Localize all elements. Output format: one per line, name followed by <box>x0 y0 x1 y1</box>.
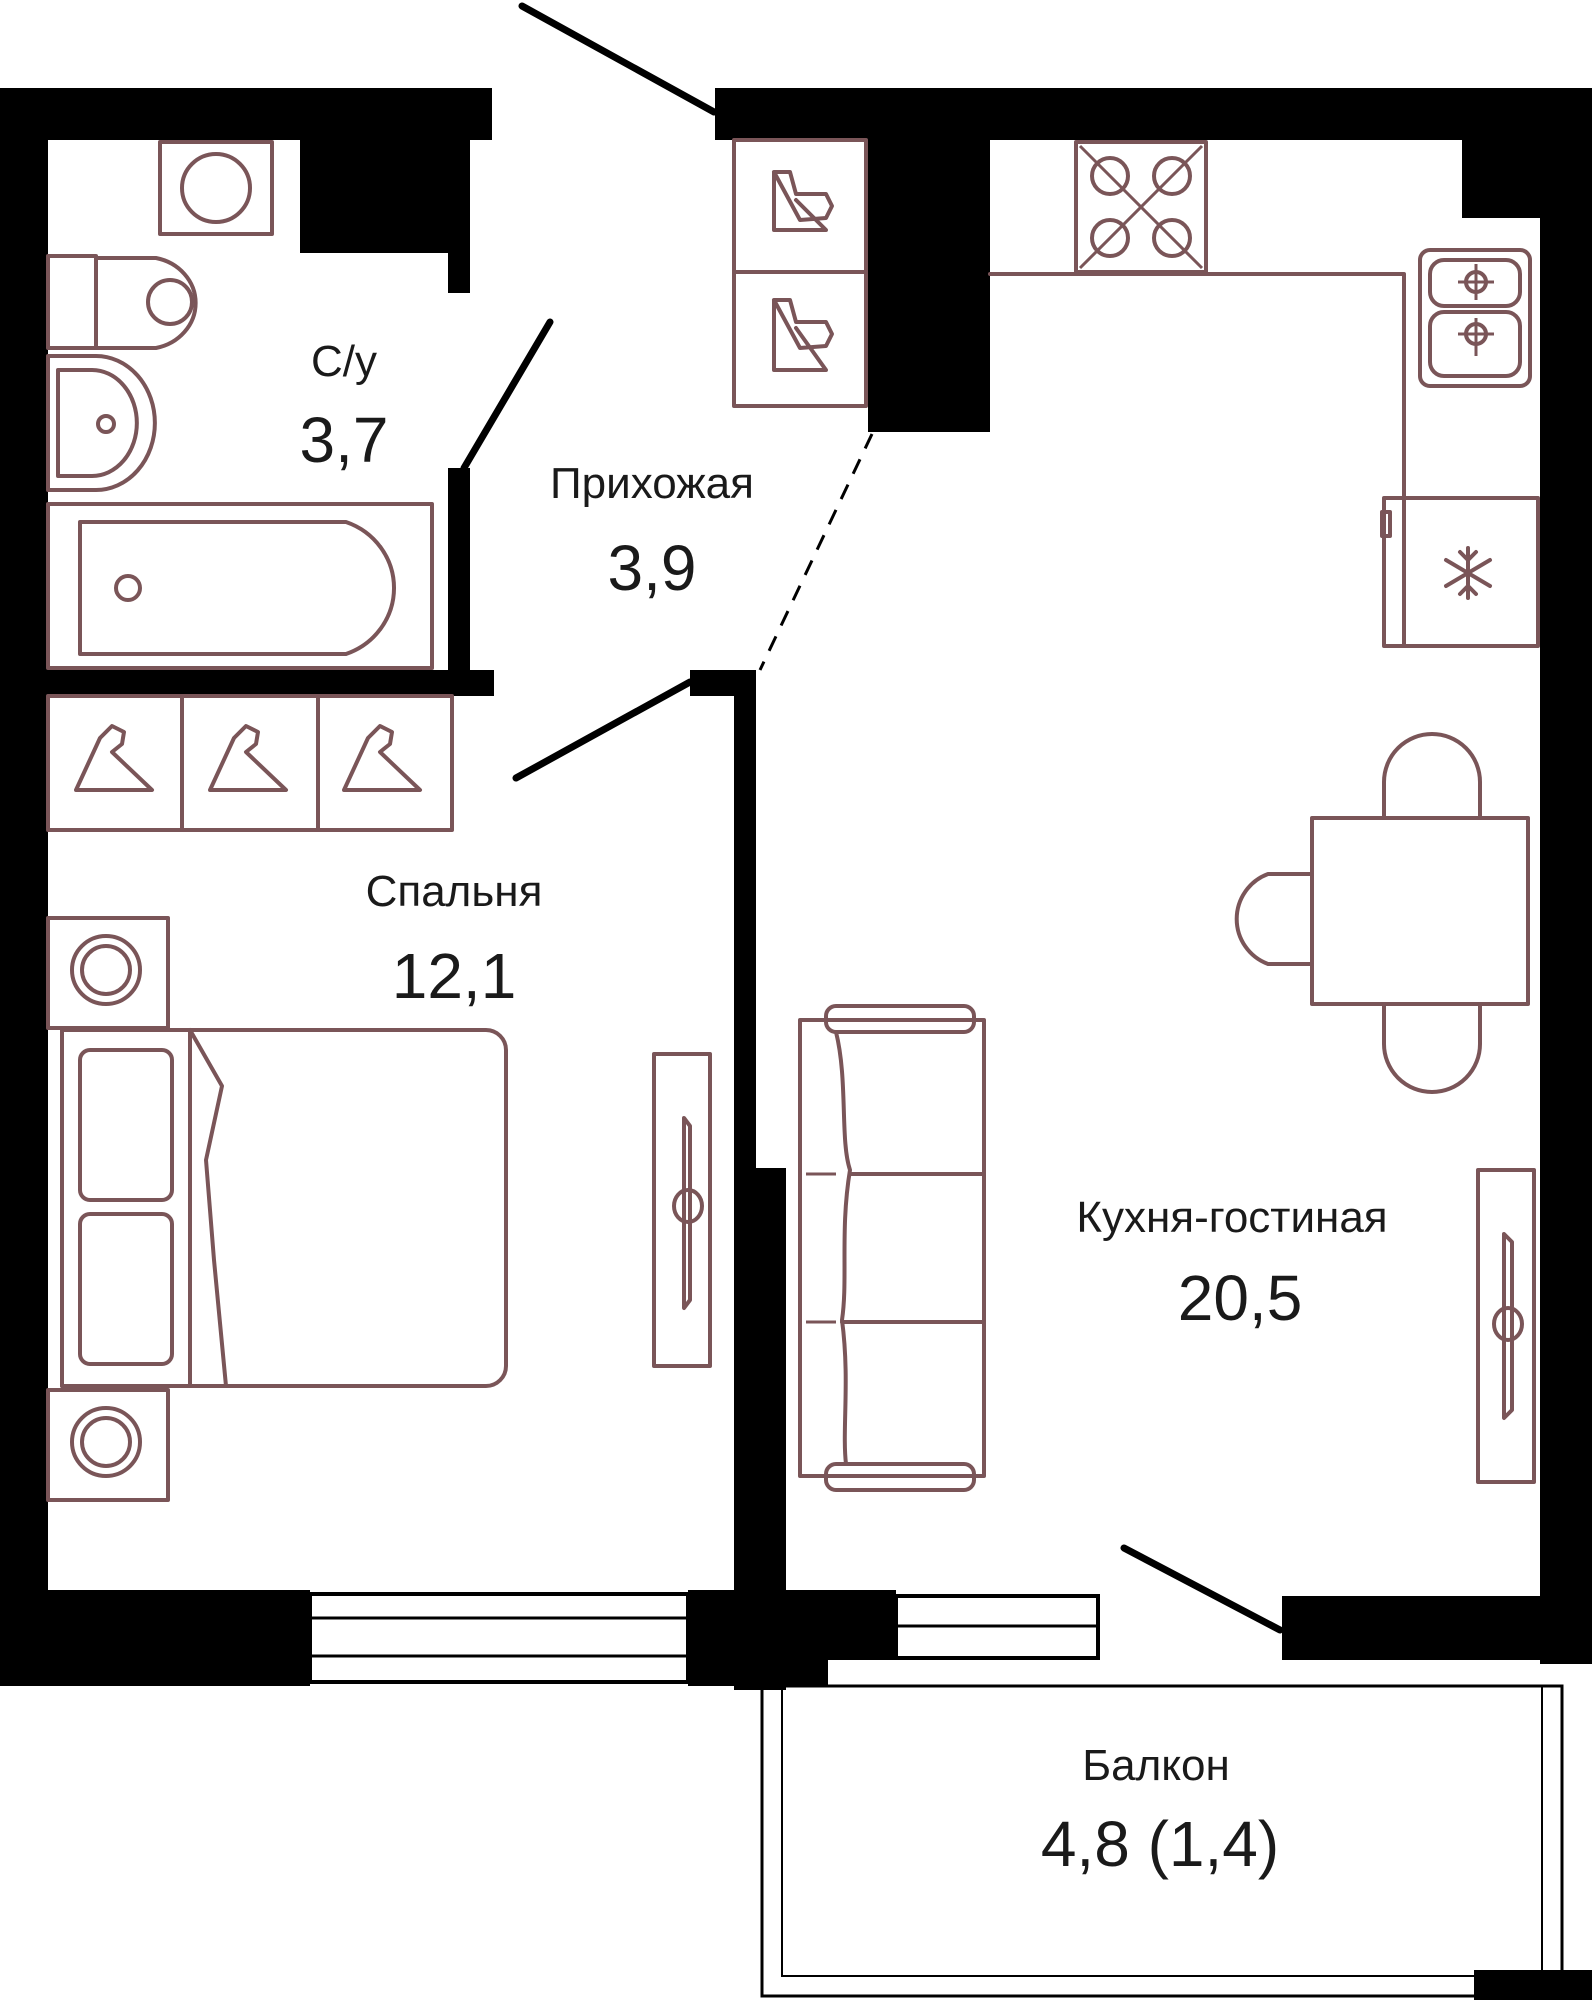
living-area: 20,5 <box>1178 1262 1303 1334</box>
dining-table-icon <box>1234 732 1530 1094</box>
tv-icon <box>652 1052 712 1368</box>
hanger-icon <box>74 724 154 792</box>
windows <box>308 1592 1100 1684</box>
hallway-area: 3,9 <box>608 532 697 604</box>
stove-icon <box>1074 140 1208 274</box>
bedroom-wardrobe <box>46 694 454 832</box>
bathroom-door <box>460 318 554 472</box>
balcony-door <box>1120 1544 1284 1634</box>
bedroom-area: 12,1 <box>392 940 517 1012</box>
balcony-name: Балкон <box>1082 1741 1230 1790</box>
walls <box>0 88 1592 1690</box>
bathtub-icon <box>46 502 434 670</box>
room-labels: С/у 3,7 Прихожая 3,9 Спальня 12,1 Кухня-… <box>300 337 1388 1880</box>
balcony-area: 4,8 (1,4) <box>1041 1808 1279 1880</box>
kitchen-sink-icon <box>1418 248 1532 388</box>
nightstand-icon <box>46 1388 170 1502</box>
bedroom-name: Спальня <box>366 867 543 916</box>
bed-icon <box>60 1028 508 1388</box>
tv-icon <box>1476 1168 1536 1484</box>
toilet-icon <box>46 254 198 350</box>
hallway-name: Прихожая <box>550 459 754 508</box>
sofa-icon <box>798 1004 986 1492</box>
doors <box>460 2 1284 1634</box>
bathroom-area: 3,7 <box>300 404 389 476</box>
sink-icon <box>46 354 157 492</box>
entrance-door <box>518 2 718 116</box>
bathroom-name: С/у <box>311 337 377 386</box>
fridge-snowflake-icon <box>1380 496 1540 648</box>
hallway-wardrobe <box>732 138 868 408</box>
hanger-icon <box>342 724 422 792</box>
kitchen-counter <box>988 272 1406 500</box>
washing-machine-icon <box>158 140 274 236</box>
bedroom-door <box>512 678 694 782</box>
nightstand-icon <box>46 916 170 1030</box>
hanger-icon <box>208 724 288 792</box>
balcony-outline <box>760 1684 1592 2000</box>
living-name: Кухня-гостиная <box>1076 1193 1387 1242</box>
